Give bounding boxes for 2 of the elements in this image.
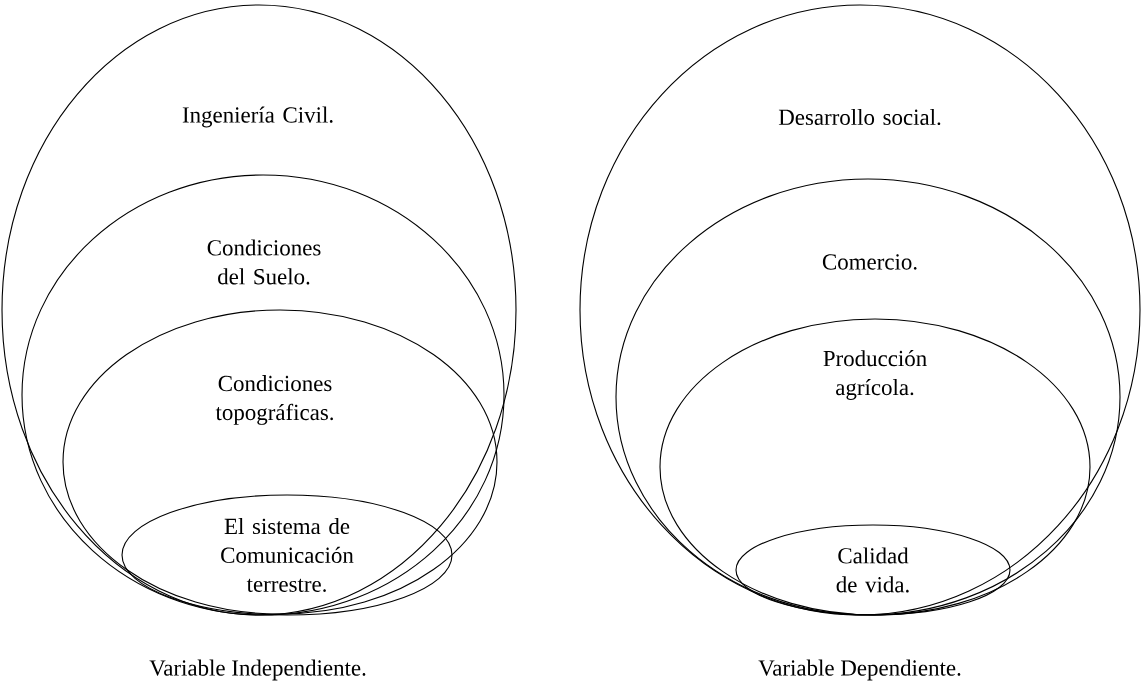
caption: Variable Dependiente. <box>758 659 961 681</box>
caption: Variable Independiente. <box>149 659 366 681</box>
